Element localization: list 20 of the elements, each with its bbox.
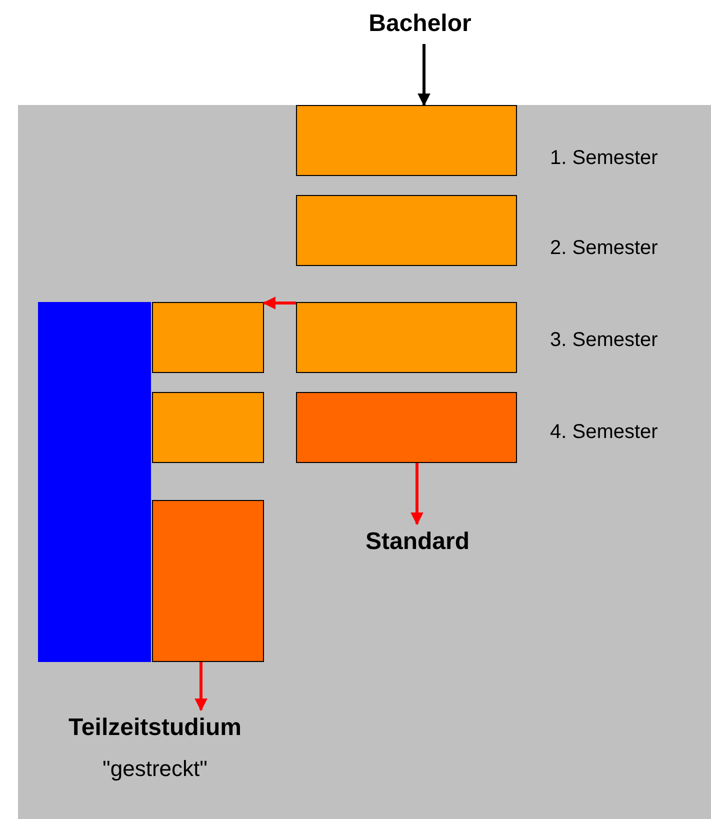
semester-label: 3. Semester [550, 329, 658, 352]
semester-label: 1. Semester [550, 147, 658, 170]
semester-box [296, 195, 517, 266]
semester-label: 4. Semester [550, 421, 658, 444]
arrow [194, 662, 208, 712]
arrow [410, 463, 424, 526]
heading-label: Bachelor [368, 10, 472, 38]
part-time-bar [38, 302, 151, 662]
semester-box [152, 392, 264, 463]
heading-label: Teilzeitstudium [68, 714, 242, 742]
arrow [262, 296, 296, 310]
heading-label: Standard [365, 528, 470, 556]
semester-box [296, 392, 517, 463]
semester-box [296, 302, 517, 373]
semester-box [152, 500, 264, 662]
arrow [418, 44, 430, 106]
subtitle-label: "gestreckt" [102, 756, 208, 782]
semester-label: 2. Semester [550, 237, 658, 260]
semester-box [152, 302, 264, 373]
semester-box [296, 105, 517, 176]
